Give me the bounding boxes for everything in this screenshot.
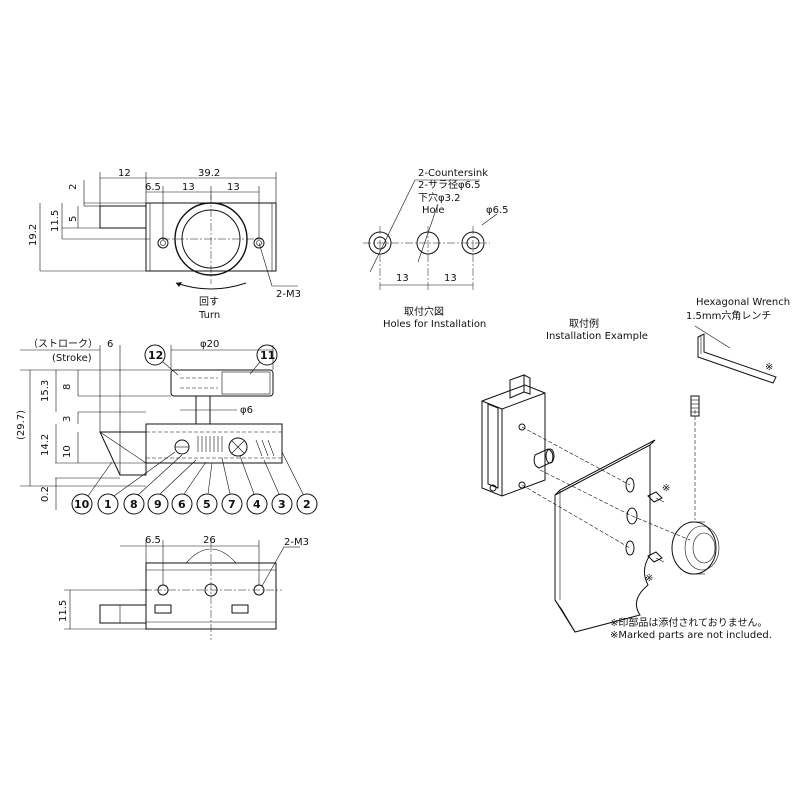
dim-19-2: 19.2 [28, 224, 39, 246]
side-spring [197, 436, 223, 452]
note-en: ※Marked parts are not included. [610, 630, 772, 641]
svg-text:7: 7 [228, 498, 236, 511]
installation-example: 取付例 Installation Example [481, 297, 790, 641]
part-balloon-4: 4 [239, 455, 268, 515]
example-hex-wrench [697, 333, 777, 384]
dim-5: 5 [68, 216, 79, 222]
dim-39-2: 39.2 [198, 168, 220, 179]
svg-text:5: 5 [203, 498, 211, 511]
side-bolt [99, 431, 147, 476]
bottom-dim-6-5: 6.5 [145, 535, 161, 546]
example-screw-bottom [647, 551, 665, 563]
svg-text:11: 11 [260, 349, 275, 362]
svg-text:4: 4 [253, 498, 261, 511]
svg-text:6: 6 [178, 498, 186, 511]
svg-text:8: 8 [130, 498, 138, 511]
holes-title-jp: 取付穴図 [404, 305, 444, 318]
phi-6-5-label: φ6.5 [486, 205, 509, 216]
turn-arrow [175, 282, 247, 290]
hole-label-en: Hole [422, 205, 445, 216]
bottom-callout-2m3: 2-M3 [284, 537, 309, 548]
dim-12: 12 [118, 168, 131, 179]
hole-label-jp: 下穴φ3.2 [418, 191, 461, 204]
top-view: 12 39.2 6.5 13 13 2 11.5 5 19.2 2-M3 回す … [28, 168, 301, 321]
side-screw-right [228, 437, 248, 457]
part-balloon-5: 5 [196, 462, 218, 515]
holes-dim-13-b: 13 [444, 273, 457, 284]
svg-text:1: 1 [104, 498, 112, 511]
dim-6-5: 6.5 [145, 182, 161, 193]
part-balloon-8: 8 [123, 454, 183, 515]
bottom-dim-26: 26 [203, 535, 216, 546]
svg-text:2: 2 [303, 498, 311, 511]
note-jp: ※印部品は添付されておりません。 [610, 616, 767, 629]
countersink-label-en: 2-Countersink [418, 168, 488, 179]
dim-13-a: 13 [182, 182, 195, 193]
example-knob [671, 521, 720, 575]
side-dim-14-2: 14.2 [40, 434, 51, 456]
part-balloon-1: 1 [97, 451, 176, 515]
side-dim-15-3: 15.3 [40, 380, 51, 402]
countersink-label-jp: 2-サラ径φ6.5 [418, 178, 480, 191]
wrench-label-en: Hexagonal Wrench [696, 297, 790, 308]
part-balloon-7: 7 [221, 457, 243, 515]
stroke-label-jp: （ストローク） [28, 338, 98, 350]
side-view: （ストローク） (Stroke) 6 φ20 φ6 8 15.3 3 (29.7… [16, 338, 318, 515]
example-screw-top [647, 491, 665, 503]
phi20-label: φ20 [200, 339, 219, 350]
example-panel [554, 444, 651, 633]
top-callout-2m3: 2-M3 [276, 289, 301, 300]
turn-label-jp: 回す [199, 296, 219, 308]
part-balloon-3: 3 [263, 459, 293, 515]
side-dim-10: 10 [62, 445, 73, 458]
part-balloon-10: 10 [71, 461, 113, 515]
example-title-en: Installation Example [546, 331, 648, 342]
bottom-view: 6.5 26 2-M3 11.5 [58, 535, 309, 640]
bottom-bolt [99, 604, 147, 624]
stroke-label-en: (Stroke) [52, 353, 92, 364]
top-bolt [99, 205, 147, 229]
example-latch-body [481, 374, 555, 497]
mark-wrench: ※ [765, 362, 773, 373]
mark-screw-bottom: ※ [645, 573, 653, 584]
stroke-value: 6 [107, 339, 113, 350]
part-balloon-11: 11 [249, 344, 278, 375]
holes-title-en: Holes for Installation [383, 319, 486, 330]
svg-text:3: 3 [278, 498, 286, 511]
example-set-screw [690, 395, 700, 417]
part-balloon-12: 12 [144, 344, 179, 376]
side-dim-29-7: (29.7) [16, 410, 27, 440]
dim-11-5: 11.5 [50, 210, 61, 232]
side-dim-8: 8 [62, 384, 73, 390]
side-dim-3: 3 [62, 416, 73, 422]
holes-dim-13-a: 13 [396, 273, 409, 284]
part-balloon-6: 6 [171, 461, 207, 515]
example-title-jp: 取付例 [569, 317, 599, 330]
side-knob [170, 369, 274, 397]
svg-text:9: 9 [154, 498, 162, 511]
part-balloon-9: 9 [147, 459, 197, 515]
dim-2: 2 [68, 184, 79, 190]
wrench-label-jp: 1.5mm六角レンチ [686, 310, 771, 322]
bottom-dim-11-5: 11.5 [58, 600, 69, 622]
part-balloon-2: 2 [281, 451, 318, 515]
svg-text:12: 12 [148, 349, 163, 362]
mark-screw-top: ※ [662, 483, 670, 494]
turn-label-en: Turn [198, 310, 220, 321]
svg-text:10: 10 [74, 498, 90, 511]
phi6-label: φ6 [240, 405, 253, 416]
holes-view: 13 13 2-Countersink 2-サラ径φ6.5 下穴φ3.2 Hol… [363, 168, 509, 330]
side-dim-0-2: 0.2 [40, 486, 51, 502]
dim-13-b: 13 [227, 182, 240, 193]
